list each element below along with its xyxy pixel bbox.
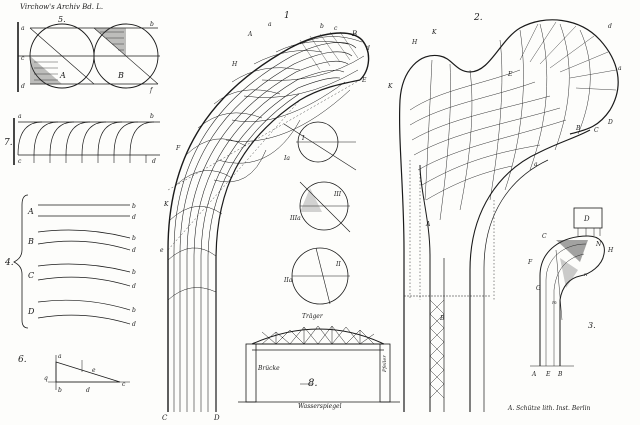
svg-text:Träger: Träger (302, 313, 324, 320)
svg-text:III: III (333, 191, 342, 198)
svg-text:a: a (58, 353, 62, 360)
svg-text:n: n (584, 272, 587, 278)
svg-text:Brücke: Brücke (257, 365, 280, 372)
svg-text:G: G (536, 285, 541, 292)
svg-text:II: II (335, 261, 341, 268)
svg-text:A: A (425, 221, 431, 228)
journal-header: Virchow's Archiv Bd. L. (20, 3, 104, 11)
svg-text:B: B (439, 315, 445, 322)
svg-text:e: e (92, 367, 96, 374)
figure-7: 7. a b c d (4, 113, 160, 165)
svg-text:d: d (608, 23, 612, 30)
svg-text:K: K (431, 29, 437, 36)
svg-text:C: C (28, 271, 34, 280)
figure-4: 4. A B C D b d b d b d b d (4, 194, 136, 329)
svg-text:b: b (132, 203, 136, 210)
svg-text:A: A (531, 371, 537, 378)
figure-3: D 3. A E B F G H N C m n (527, 207, 614, 378)
svg-text:B: B (557, 371, 563, 378)
svg-text:E: E (361, 77, 367, 84)
svg-text:N: N (595, 241, 602, 248)
svg-text:A: A (27, 207, 34, 216)
svg-text:A: A (247, 31, 253, 38)
svg-text:IIIa: IIIa (289, 215, 301, 222)
svg-text:d: d (366, 45, 370, 52)
svg-text:Pfeiler: Pfeiler (382, 355, 388, 373)
svg-text:d: d (132, 247, 136, 254)
svg-text:E: E (507, 71, 513, 78)
svg-text:H: H (607, 247, 614, 254)
svg-text:Ia: Ia (283, 155, 290, 162)
figure-8: 8. Träger Brücke Pfeiler Wasserspiegel (238, 313, 400, 410)
svg-text:C: C (594, 127, 599, 134)
fig3-number: 3. (588, 321, 596, 330)
lithographer-credit: A. Schütze lith. Inst. Berlin (508, 405, 591, 412)
svg-text:e: e (160, 247, 164, 254)
svg-text:d: d (132, 321, 136, 328)
svg-text:a: a (534, 161, 538, 168)
svg-text:H: H (231, 61, 238, 68)
svg-text:c: c (122, 381, 126, 388)
svg-text:b: b (132, 269, 136, 276)
svg-text:D: D (213, 414, 220, 422)
svg-text:C: C (542, 233, 547, 240)
svg-text:K: K (387, 83, 393, 90)
figure-6: 6. a q b c e d (18, 353, 130, 394)
svg-text:d: d (21, 83, 25, 90)
svg-text:IIa: IIa (283, 277, 293, 284)
svg-text:a: a (618, 65, 622, 72)
svg-text:f: f (149, 87, 154, 94)
svg-text:b: b (58, 387, 62, 394)
figure-1: 1 A B C D E a b c d e H F K (160, 11, 370, 422)
svg-text:b: b (320, 23, 324, 30)
svg-text:a: a (268, 21, 272, 28)
svg-text:c: c (21, 55, 25, 62)
fig5-number: 5. (58, 15, 66, 24)
svg-text:B: B (351, 30, 357, 38)
fig4-number: 4. (4, 258, 14, 268)
fig8-number: 8. (308, 378, 318, 389)
svg-text:q: q (44, 375, 48, 382)
fig6-number: 6. (18, 355, 27, 365)
figure-2: 2. H K K D C B a E B A a d (387, 13, 622, 412)
svg-text:d: d (132, 214, 136, 221)
svg-text:b: b (132, 307, 136, 314)
stress-circles: I Ia III IIIa II IIa (283, 121, 357, 305)
svg-text:d: d (132, 283, 136, 290)
svg-text:d: d (152, 158, 156, 165)
svg-text:B: B (117, 71, 124, 80)
svg-text:b: b (150, 21, 154, 28)
svg-text:B: B (575, 125, 581, 132)
svg-text:A: A (59, 71, 66, 80)
svg-text:b: b (132, 235, 136, 242)
svg-text:F: F (527, 259, 533, 266)
svg-text:K: K (163, 201, 169, 208)
svg-text:F: F (175, 145, 181, 152)
figure-5: 5. A B a c d b f (17, 15, 160, 94)
svg-text:E: E (545, 371, 551, 378)
svg-text:D: D (27, 307, 35, 316)
svg-text:B: B (27, 237, 34, 246)
svg-text:b: b (150, 113, 154, 120)
svg-text:I: I (301, 135, 305, 142)
svg-text:D: D (607, 119, 613, 126)
svg-text:a: a (21, 25, 25, 32)
svg-text:Wasserspiegel: Wasserspiegel (298, 403, 342, 410)
svg-text:d: d (86, 387, 90, 394)
fig7-number: 7. (4, 138, 13, 148)
svg-text:m: m (552, 300, 557, 306)
svg-text:c: c (18, 158, 22, 165)
fig1-number: 1 (284, 11, 290, 21)
svg-text:H: H (411, 39, 418, 46)
svg-text:D: D (583, 215, 590, 223)
svg-text:c: c (334, 25, 338, 32)
fig2-number: 2. (473, 13, 483, 23)
svg-text:C: C (162, 414, 168, 422)
svg-text:a: a (18, 113, 22, 120)
